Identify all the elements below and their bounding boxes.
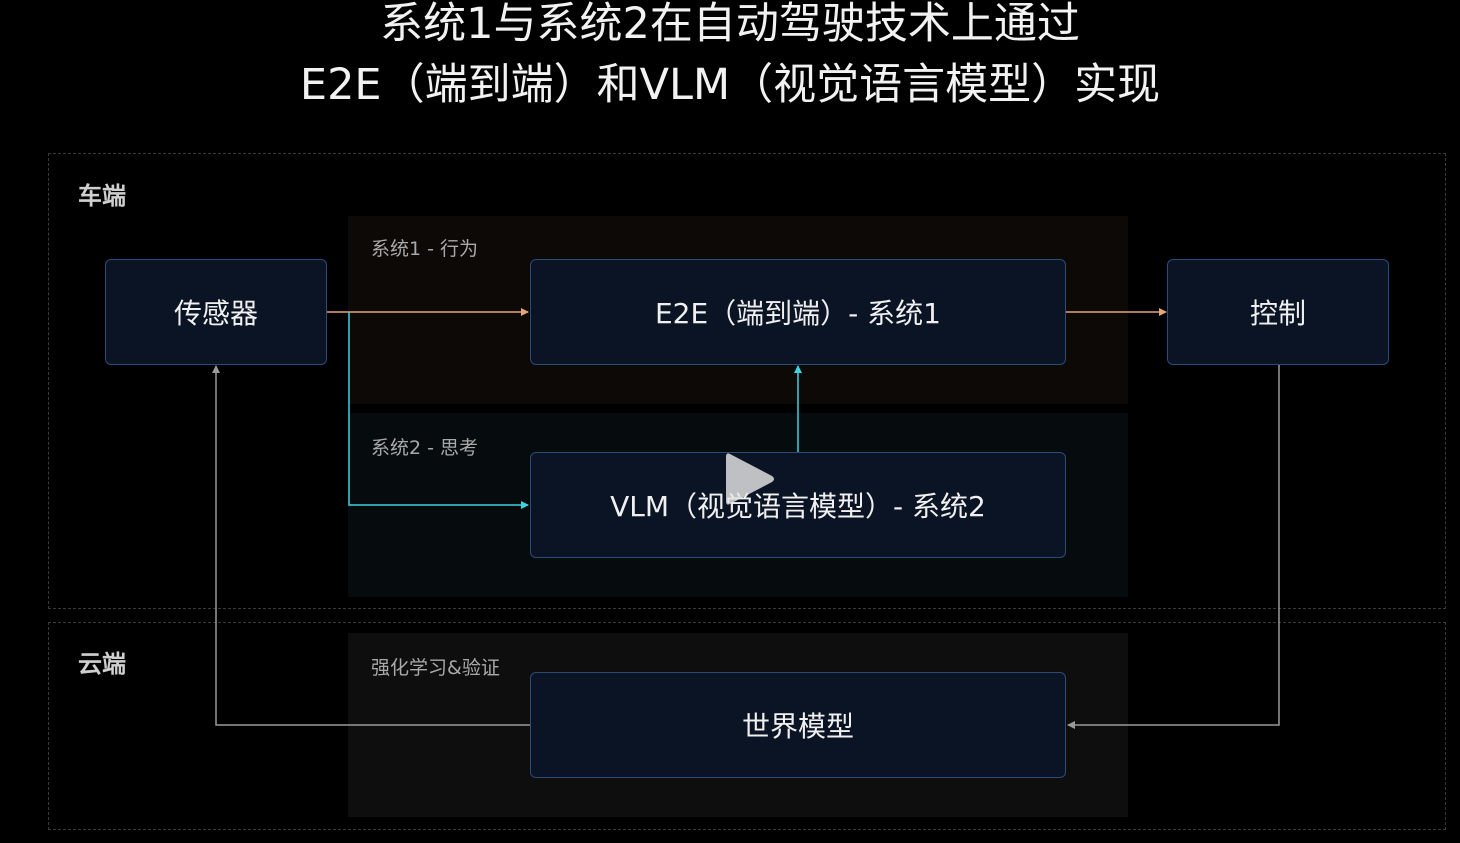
e2e-node: E2E（端到端）- 系统1 — [530, 259, 1066, 365]
title-line-2: E2E（端到端）和VLM（视觉语言模型）实现 — [299, 60, 1161, 110]
cloud-panel-label: 强化学习&验证 — [371, 657, 500, 679]
vlm-node: VLM（视觉语言模型）- 系统2 — [530, 452, 1066, 558]
arrow-control-to-world-model — [1067, 365, 1280, 729]
system2-panel-label: 系统2 - 思考 — [371, 437, 479, 459]
sensor-node: 传感器 — [105, 259, 327, 365]
control-node: 控制 — [1167, 259, 1389, 365]
play-icon[interactable] — [726, 451, 776, 507]
cloud-zone — [48, 622, 1446, 830]
title-line-1: 系统1与系统2在自动驾驶技术上通过 — [380, 0, 1080, 49]
world-model-node: 世界模型 — [530, 672, 1066, 778]
system1-panel-label: 系统1 - 行为 — [371, 238, 479, 260]
arrow-sensor-to-vlm — [348, 312, 529, 509]
cloud-zone-label: 云端 — [78, 650, 126, 678]
vehicle-zone — [48, 153, 1446, 609]
arrow-world-model-to-sensor — [212, 365, 530, 726]
vehicle-zone-label: 车端 — [78, 182, 126, 210]
